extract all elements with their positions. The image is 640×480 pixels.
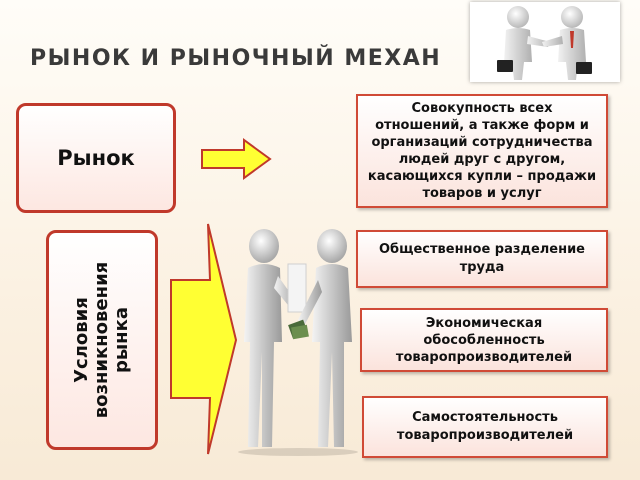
- definition-text: Совокупность всех отношений, а также фор…: [367, 101, 597, 201]
- conditions-label: Условия возникновения рынка: [71, 261, 132, 419]
- condition-item-2: Экономическая обособленность товаропроиз…: [360, 308, 608, 372]
- down-arrow-icon: [170, 223, 238, 455]
- definition-box: Совокупность всех отношений, а также фор…: [356, 94, 608, 208]
- condition-item-text: Экономическая обособленность товаропроиз…: [395, 315, 573, 365]
- conditions-box: Условия возникновения рынка: [46, 230, 158, 450]
- market-box: Рынок: [16, 103, 176, 213]
- handshake-image: [470, 2, 620, 82]
- condition-item-text: Общественное разделение труда: [378, 242, 586, 275]
- trade-figures-image: [238, 229, 358, 456]
- market-label: Рынок: [57, 146, 135, 170]
- condition-item-text: Самостоятельность товаропроизводителей: [396, 410, 574, 443]
- condition-item-1: Общественное разделение труда: [356, 230, 608, 288]
- condition-item-3: Самостоятельность товаропроизводителей: [362, 396, 608, 458]
- right-arrow-icon: [201, 138, 272, 180]
- slide-title: РЫНОК И РЫНОЧНЫЙ МЕХАН: [30, 46, 442, 71]
